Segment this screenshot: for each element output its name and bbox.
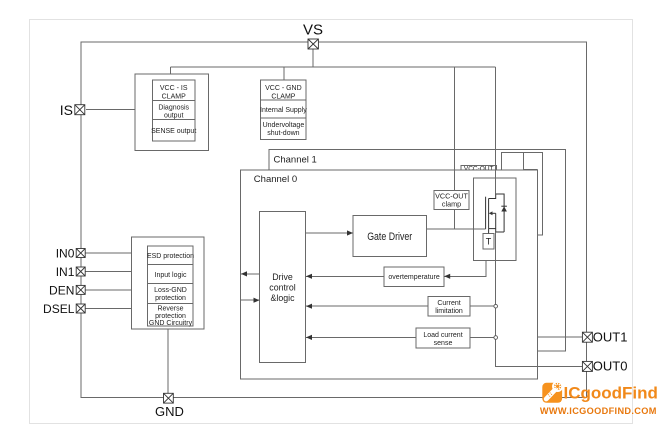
svg-text:Gate Driver: Gate Driver [367, 231, 412, 243]
svg-text:sense: sense [434, 340, 453, 347]
svg-text:VCC - GND: VCC - GND [265, 85, 302, 92]
svg-text:protection: protection [155, 313, 186, 320]
svg-text:ESD protection: ESD protection [147, 253, 194, 260]
svg-text:control: control [269, 282, 295, 292]
svg-text:DEN: DEN [49, 283, 74, 297]
svg-text:&logic: &logic [271, 293, 296, 303]
svg-text:Input logic: Input logic [155, 272, 187, 279]
svg-text:DSEL: DSEL [43, 302, 75, 316]
svg-text:VCC-OUT: VCC-OUT [464, 165, 494, 172]
svg-text:Internal Supply: Internal Supply [260, 107, 307, 114]
svg-text:ICgoodFind: ICgoodFind [564, 384, 658, 403]
svg-text:Drive: Drive [272, 272, 293, 282]
svg-text:Undervoltage: Undervoltage [263, 122, 305, 129]
svg-text:Load current: Load current [423, 332, 462, 339]
svg-text:limitation: limitation [435, 308, 463, 315]
svg-text:IN0: IN0 [56, 246, 75, 260]
svg-text:Reverse: Reverse [157, 306, 183, 313]
svg-text:Channel 0: Channel 0 [254, 174, 297, 185]
svg-text:SENSE output: SENSE output [151, 128, 196, 135]
svg-text:IN1: IN1 [56, 265, 75, 279]
svg-text:Diagnosis: Diagnosis [158, 105, 189, 112]
svg-text:protection: protection [155, 295, 186, 302]
svg-text:T: T [486, 237, 492, 247]
svg-text:shut-down: shut-down [267, 130, 299, 137]
svg-text:clamp: clamp [442, 200, 461, 209]
svg-text:Current: Current [437, 300, 460, 307]
svg-text:VCC-OUT: VCC-OUT [435, 191, 468, 200]
svg-text:VS: VS [303, 22, 323, 39]
svg-text:overtemperature: overtemperature [388, 274, 439, 281]
svg-text:CLAMP: CLAMP [271, 93, 295, 100]
svg-text:Channel 1: Channel 1 [274, 155, 317, 166]
svg-text:OUT1: OUT1 [593, 330, 628, 345]
svg-text:GND: GND [155, 404, 184, 419]
svg-text:output: output [164, 113, 184, 120]
svg-text:Loss-GND: Loss-GND [154, 287, 187, 294]
svg-text:OUT0: OUT0 [593, 359, 628, 374]
svg-text:WWW.ICGOODFIND.COM: WWW.ICGOODFIND.COM [540, 406, 657, 416]
svg-text:GND Circuitry: GND Circuitry [149, 320, 193, 327]
svg-text:CLAMP: CLAMP [162, 93, 186, 100]
svg-text:VCC - IS: VCC - IS [160, 85, 188, 92]
svg-text:IS: IS [60, 102, 73, 118]
